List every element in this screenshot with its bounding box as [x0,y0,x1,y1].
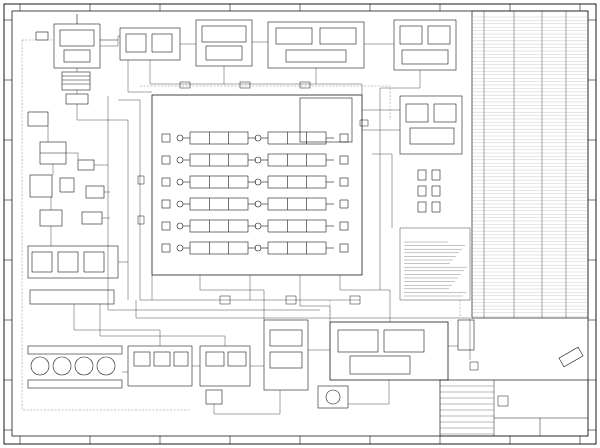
parts-list-table [471,10,589,319]
right-valve-block [399,95,463,155]
spool-actuator [339,155,349,165]
control-valve-frame [151,94,363,276]
right-pressure-switches [417,169,441,213]
spool-actuator [339,243,349,253]
top-left-gauge [35,31,49,41]
spool-actuator [339,177,349,187]
spool-actuator [339,199,349,209]
valve-spool [254,153,349,167]
tank-symbol [61,71,91,91]
spool-actuator [161,155,171,165]
valve-spool [254,197,349,211]
right-center-components [399,95,463,213]
drain-lines [21,39,461,411]
accumulator-a [29,174,53,198]
left-manifold [29,289,115,305]
title-block [439,346,589,437]
spool-actuator [161,243,171,253]
valve-spool-sections [161,131,349,255]
valve-spool [254,241,349,255]
valve-spool [254,219,349,233]
top-right-valve-group [393,19,457,71]
notes-lines [404,241,467,297]
spool-actuator [339,133,349,143]
valve-spool [254,175,349,189]
valve-spool [161,131,256,145]
notes-block [399,227,471,301]
spool-actuator [161,221,171,231]
spool-actuator [161,199,171,209]
parts-list-grid [471,10,589,319]
valve-spool [161,241,256,255]
valve-spool [161,219,256,233]
spool-actuator [161,133,171,143]
revision-stamp [558,346,584,368]
title-block-grid [439,379,589,437]
spool-actuator [161,177,171,187]
parts-list-frame [471,10,589,319]
spool-actuator [339,221,349,231]
valve-spool [161,197,256,211]
valve-spool [161,175,256,189]
bottom-right-cylinder [457,319,475,351]
bottom-valve-group-3 [263,319,309,391]
zone-ticks [4,4,596,444]
valve-spool [254,131,349,145]
valve-spool [161,153,256,167]
bottom-left-motors [27,345,123,389]
accumulator-b [59,177,75,193]
filter-block-a [27,111,49,127]
bottom-pump-unit [317,385,349,409]
company-logo [497,395,509,407]
title-block-frame [439,379,589,437]
line-component-symbols [137,81,479,371]
